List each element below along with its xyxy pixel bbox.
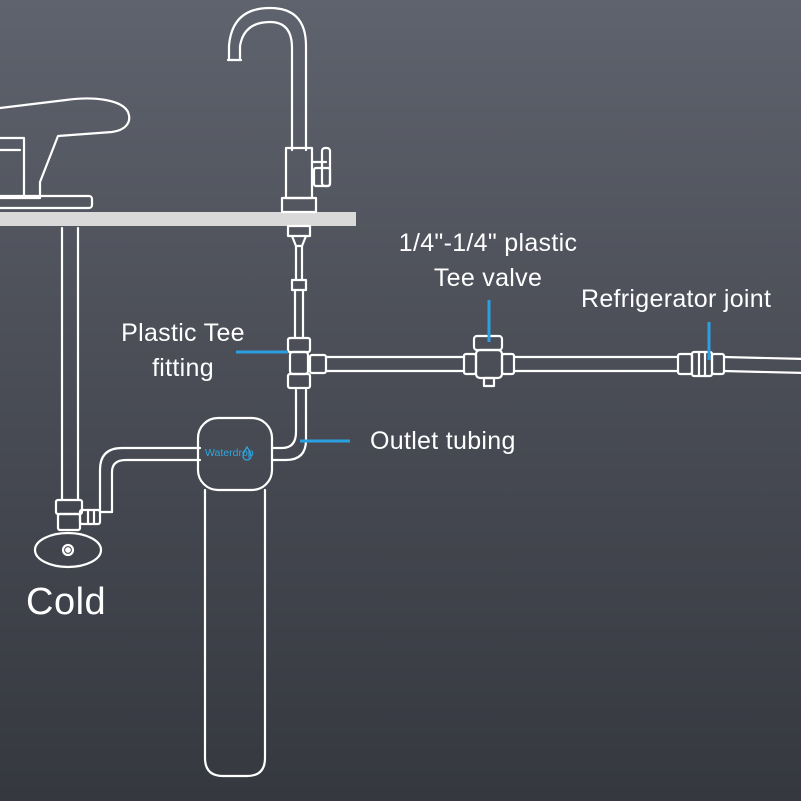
cold-label: Cold (26, 581, 107, 623)
plastic-tee-label-line2: fitting (152, 354, 214, 382)
cold-supply-pipe (54, 226, 84, 532)
tee-valve-label-line2: Tee valve (433, 264, 543, 292)
tee-valve-label-line1: 1/4"-1/4" plastic (398, 229, 578, 257)
refrigerator-joint (676, 350, 726, 378)
drinking-faucet (226, 6, 332, 248)
water-filter (196, 416, 274, 778)
plastic-tee-fitting (286, 336, 328, 390)
outlet-tubing (270, 388, 308, 462)
tee-valve-label: 1/4"-1/4" plastic Tee valve (360, 228, 616, 294)
filter-brand-logo: Waterdrop (205, 447, 254, 459)
outlet-tubing-label: Outlet tubing (370, 427, 516, 455)
inlet-tubing (98, 446, 202, 514)
cold-shutoff-valve (33, 508, 103, 569)
water-drop-icon (242, 445, 252, 461)
kitchen-faucet (0, 97, 131, 210)
plastic-tee-fitting-label: Plastic Tee fitting (100, 318, 266, 384)
plastic-tee-label-line1: Plastic Tee (121, 319, 245, 347)
horizontal-supply-line (324, 355, 466, 373)
refrigerator-joint-label: Refrigerator joint (581, 285, 772, 313)
countertop (0, 212, 356, 226)
plastic-tee-valve (462, 334, 516, 388)
faucet-feed-line (290, 244, 308, 340)
